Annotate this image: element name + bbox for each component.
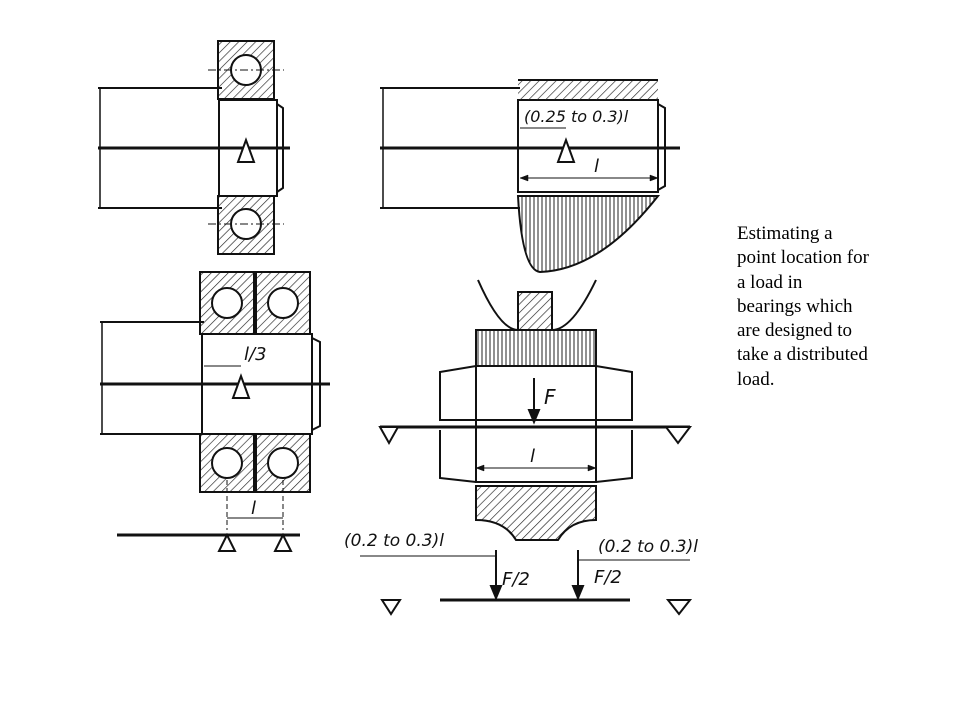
caption-line: a load in [737,271,803,293]
single-row-ball-bearing [98,40,290,255]
gear-force-label: F [544,385,556,409]
paired-offset-label: l/3 [244,344,267,365]
roller-bearing [380,79,680,274]
spur-gear-on-shaft [360,279,693,616]
caption-line: Estimating a [737,223,833,244]
gear-right-offset-label: (0.2 to 0.3)l [598,537,698,557]
roller-offset-label: (0.25 to 0.3)l [524,107,629,126]
caption-line: load. [737,368,775,390]
caption-line: bearings which [737,295,853,317]
gear-left-force-label: F/2 [502,569,530,590]
gear-right-force-label: F/2 [594,567,622,588]
caption-text: Estimating a point location for a load i… [737,222,937,392]
caption-line: take a distributed [737,344,868,366]
paired-angular-bearing [100,271,330,552]
caption-line: are designed to [737,320,853,342]
roller-length-label: l [594,156,599,177]
caption-line: point location for [737,247,869,269]
gear-left-offset-label: (0.2 to 0.3)l [344,531,444,551]
paired-spacing-label: l [251,498,256,519]
gear-length-label: l [530,446,535,467]
